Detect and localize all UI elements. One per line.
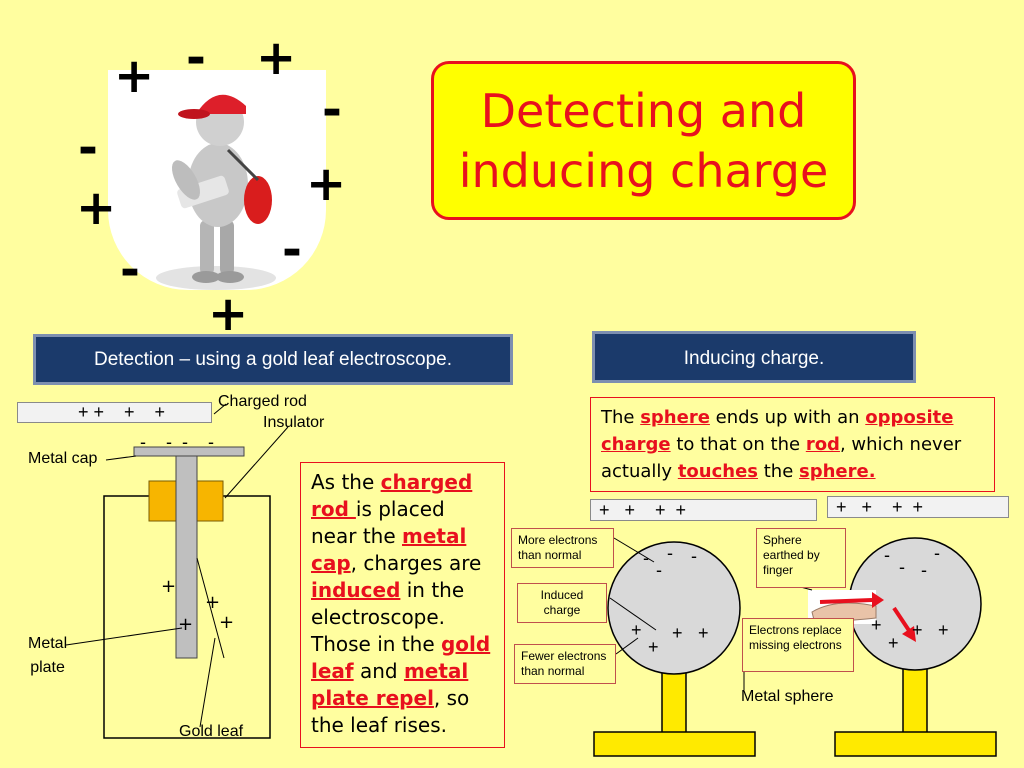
sphere-base-right	[834, 731, 997, 757]
spheres-diagram	[593, 537, 997, 757]
electron-flow-arrow	[892, 606, 912, 634]
plus-sign: +	[161, 576, 177, 597]
plus-sign: +	[256, 30, 297, 86]
minus-sign: -	[934, 543, 940, 563]
minus-sign: -	[643, 548, 649, 568]
minus-sign: -	[656, 560, 662, 580]
plus-sign: +	[306, 156, 347, 212]
minus-sign: -	[186, 30, 206, 86]
minus-sign: -	[691, 546, 697, 566]
plus-sign: +	[648, 637, 659, 657]
plus-sign: +	[912, 620, 923, 640]
minus-sign: -	[322, 82, 342, 138]
metal-plate	[175, 455, 198, 659]
minus-sign: -	[78, 120, 98, 176]
minus-sign: -	[667, 543, 673, 563]
inducing-explanation: The sphere ends up with an opposite char…	[590, 397, 995, 492]
plus-sign: +	[888, 633, 899, 653]
gold-leaf-label: Gold leaf	[179, 723, 244, 740]
gold-leaf	[196, 557, 225, 659]
minus-sign: -	[899, 557, 905, 577]
sphere-stand-left	[661, 667, 687, 735]
induced-charge-label: Induced charge	[517, 583, 607, 623]
sphere-earthed-label: Sphere earthed by finger	[756, 528, 846, 588]
electroscope-explanation: As the charged rod is placed near the me…	[300, 462, 505, 748]
minus-sign: -	[921, 560, 927, 580]
electrons-replace-label: Electrons replace missing electrons	[742, 618, 854, 672]
plus-sign: +	[672, 623, 683, 643]
charged-rod-label: Charged rod	[218, 393, 307, 410]
inducing-rod-left: + + + +	[590, 499, 817, 521]
detection-banner: Detection – using a gold leaf electrosco…	[33, 334, 513, 385]
electron-flow-arrow	[819, 598, 873, 604]
insulator-label: Insulator	[263, 414, 325, 431]
inducing-banner: Inducing charge.	[592, 331, 916, 383]
plus-sign: +	[631, 620, 642, 640]
minus-sign: -	[884, 545, 890, 565]
metal-cap-label: Metal cap	[28, 450, 98, 467]
cap-charges: - - - -	[140, 432, 214, 452]
cartoon-figure-image	[156, 94, 276, 290]
plus-sign: +	[871, 615, 882, 635]
plus-sign: +	[76, 180, 117, 236]
plus-sign: +	[178, 614, 194, 635]
fewer-electrons-label: Fewer electrons than normal	[514, 644, 616, 684]
plus-sign: +	[698, 623, 709, 643]
minus-sign: -	[120, 242, 140, 298]
charged-rod: + + + +	[17, 402, 212, 423]
metal-sphere-label: Metal sphere	[741, 688, 834, 705]
electroscope-diagram	[65, 403, 289, 739]
plus-sign: +	[938, 620, 949, 640]
sphere-base-left	[593, 731, 756, 757]
metal-sphere-left	[607, 541, 741, 675]
sphere-stand-right	[902, 663, 928, 735]
plus-sign: +	[219, 612, 235, 633]
inducing-rod-right: + + + +	[827, 496, 1009, 518]
plus-sign: +	[114, 48, 155, 104]
rod-charges: + + + +	[78, 402, 166, 422]
plus-sign: +	[208, 286, 249, 342]
more-electrons-label: More electrons than normal	[511, 528, 614, 568]
plus-sign: +	[205, 592, 221, 613]
minus-sign: -	[282, 222, 302, 278]
